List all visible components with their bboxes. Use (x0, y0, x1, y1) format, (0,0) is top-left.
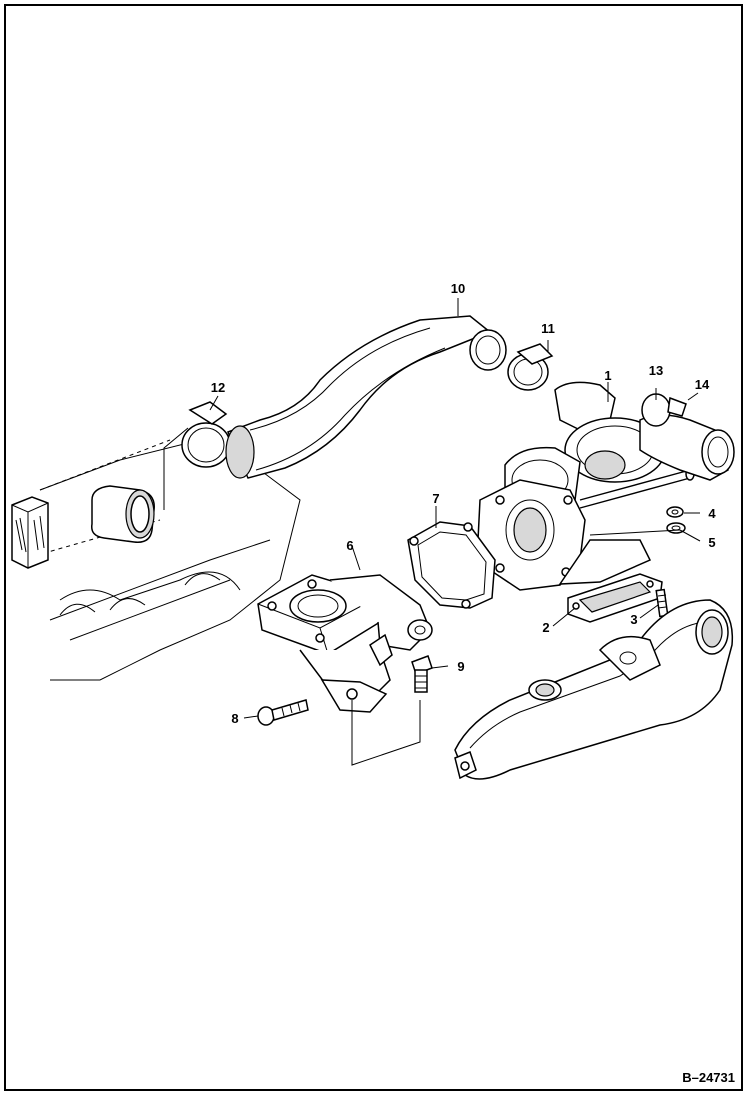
callout-2: 2 (542, 620, 549, 635)
coupler-tube (91, 485, 155, 543)
bolt-8 (257, 699, 309, 726)
nut-4 (666, 506, 684, 518)
figure-code: B–24731 (682, 1070, 735, 1085)
hose-clamp-11 (507, 343, 554, 391)
callout-13: 13 (649, 363, 663, 378)
callout-12: 12 (211, 380, 225, 395)
hose-clamp-12 (181, 401, 231, 468)
gasket-2 (567, 573, 663, 623)
callout-8: 8 (231, 711, 238, 726)
intake-hose-10 (225, 315, 507, 479)
callout-14: 14 (695, 377, 710, 392)
elbow-adapter-6 (257, 574, 433, 713)
bolt-9 (411, 655, 433, 693)
callout-6: 6 (346, 538, 353, 553)
hose-clamp-14 (641, 393, 687, 427)
callout-3: 3 (630, 612, 637, 627)
turbo-flange (477, 479, 652, 591)
callout-5: 5 (708, 535, 715, 550)
callout-4: 4 (708, 506, 716, 521)
callout-11: 11 (541, 321, 555, 336)
callout-7: 7 (432, 491, 439, 506)
callout-10: 10 (451, 281, 465, 296)
exhaust-manifold (454, 599, 734, 780)
gasket-7 (407, 521, 496, 609)
stud-3 (655, 588, 669, 618)
callout-9: 9 (457, 659, 464, 674)
callout-labels: 10 11 1 13 14 12 4 5 2 3 7 6 9 8 (211, 281, 717, 726)
leader-lines (163, 298, 701, 766)
block-stub-left (11, 496, 49, 569)
callout-1: 1 (604, 368, 611, 383)
